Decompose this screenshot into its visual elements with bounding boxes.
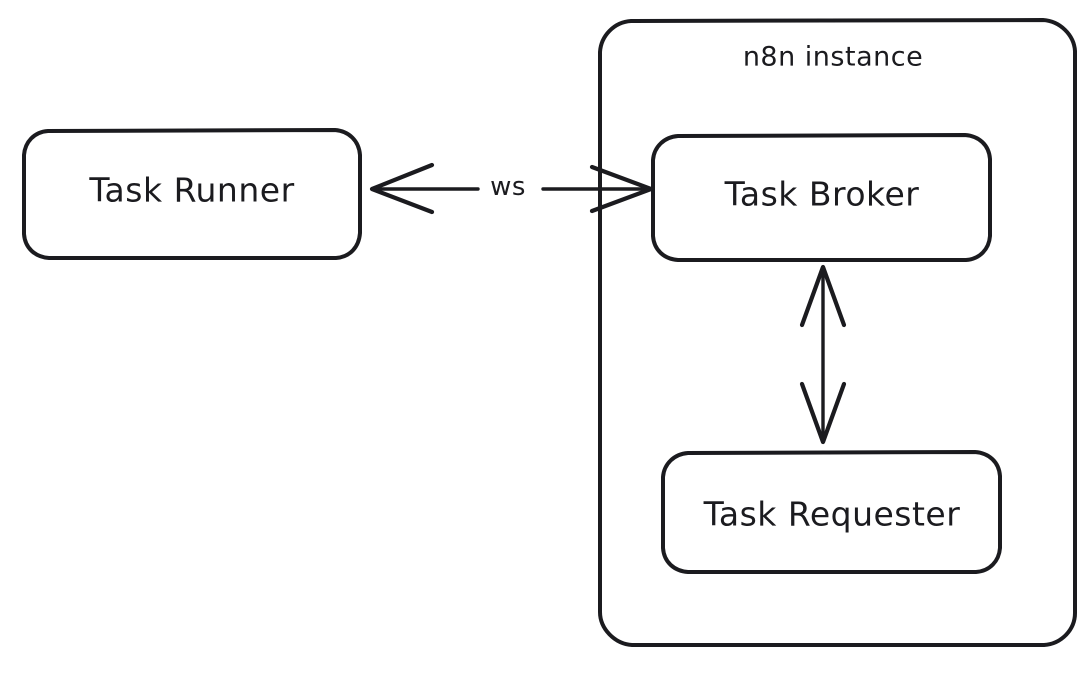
node-label-task-broker: Task Broker bbox=[724, 174, 920, 214]
container-label-n8n-instance: n8n instance bbox=[742, 41, 924, 73]
node-task-broker[interactable] bbox=[651, 133, 992, 262]
edge-broker-requester-arrow[interactable] bbox=[799, 264, 847, 445]
node-label-task-requester: Task Requester bbox=[703, 494, 961, 534]
node-label-task-runner: Task Runner bbox=[89, 170, 295, 210]
edge-label-ws: ws bbox=[483, 172, 533, 202]
edge-runner-broker-arrow[interactable] bbox=[369, 162, 654, 215]
node-task-runner[interactable] bbox=[22, 128, 362, 260]
node-task-requester[interactable] bbox=[661, 450, 1002, 574]
